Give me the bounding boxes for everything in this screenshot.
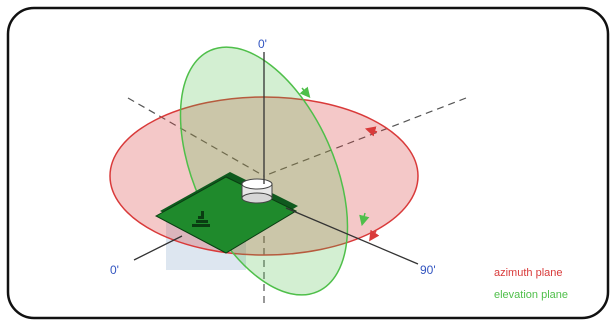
axis-y-back xyxy=(263,97,467,177)
axis-x-back xyxy=(127,97,265,177)
elevation-arrow-bottom xyxy=(359,212,370,227)
legend-azimuth: azimuth plane xyxy=(494,267,563,279)
axis-x-front xyxy=(133,235,183,261)
azimuth-arrow-top xyxy=(364,126,378,137)
axis-y-front xyxy=(285,207,419,265)
antenna-radiation-planes-diagram: 0' 0' 90' azimuth plane elevation plane xyxy=(6,6,610,320)
legend-elevation: elevation plane xyxy=(494,289,568,301)
axis-label-right: 90' xyxy=(420,263,436,277)
axis-label-left: 0' xyxy=(110,263,119,277)
rounded-border xyxy=(6,6,610,320)
diagram-frame: 0' 0' 90' azimuth plane elevation plane xyxy=(6,6,610,320)
elevation-arrow-top xyxy=(299,86,311,99)
antenna xyxy=(241,178,273,204)
axis-label-top: 0' xyxy=(258,37,267,51)
azimuth-arrow-bottom xyxy=(369,229,380,242)
